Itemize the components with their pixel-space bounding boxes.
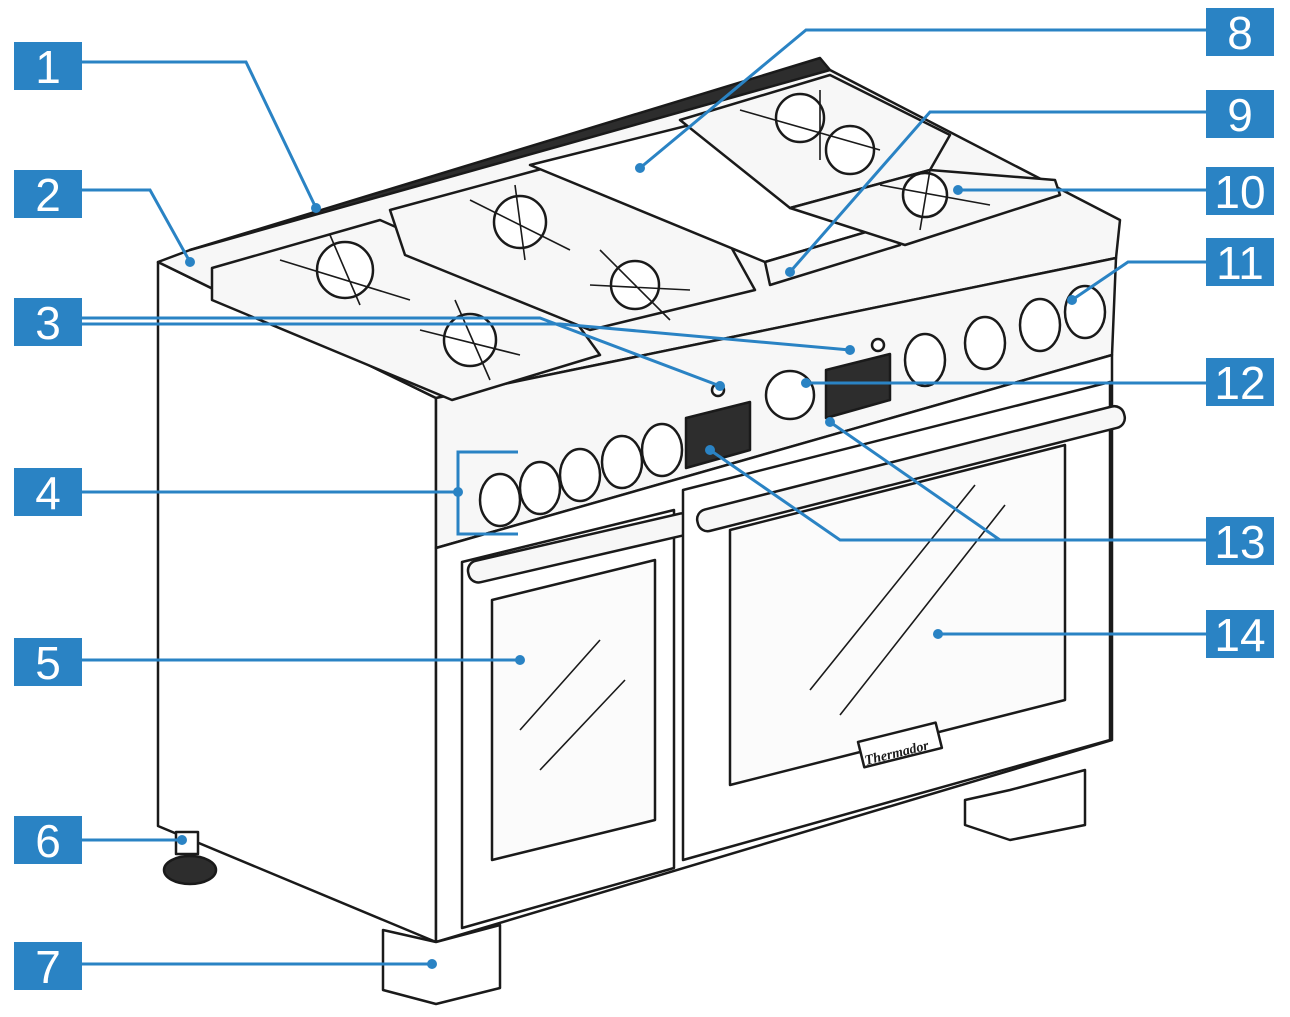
leader-line	[788, 110, 1206, 273]
leader-dot	[705, 445, 715, 455]
small-oven-door	[460, 508, 695, 930]
leader-dot	[311, 203, 321, 213]
callout-number: 6	[35, 815, 61, 867]
callout-10: 10	[953, 166, 1274, 218]
callout-number: 4	[35, 467, 61, 519]
leader-line	[82, 188, 192, 263]
callout-2: 2	[14, 169, 195, 267]
leader-line	[82, 60, 318, 209]
callout-box	[14, 638, 82, 686]
knob	[640, 422, 684, 478]
callout-box	[1206, 238, 1274, 286]
leader-line	[709, 448, 1206, 542]
callout-number: 2	[35, 169, 61, 221]
callout-9: 9	[785, 89, 1274, 277]
front-foot	[381, 923, 502, 1006]
callout-6: 6	[14, 815, 187, 867]
knob	[903, 332, 947, 388]
leader-dot	[185, 257, 195, 267]
left-knobs	[478, 422, 684, 528]
leader-line	[82, 316, 721, 388]
knob	[478, 472, 522, 528]
callout-number: 5	[35, 637, 61, 689]
indicator-light	[870, 337, 886, 353]
leader-dot	[845, 345, 855, 355]
callout-7: 7	[14, 941, 437, 993]
right-oven-display	[824, 352, 892, 420]
callout-box	[1206, 167, 1274, 215]
leader-line	[1071, 260, 1206, 302]
brand-plate	[856, 721, 944, 769]
callout-box	[14, 942, 82, 990]
leader-dot	[515, 655, 525, 665]
callout-12: 12	[801, 357, 1274, 409]
knob	[1063, 284, 1107, 340]
leader-line	[639, 28, 1206, 170]
leader-dot	[1067, 295, 1077, 305]
range-illustration: Thermador	[156, 56, 1127, 1006]
burner-grates-left	[210, 166, 757, 402]
large-oven-door: Thermador	[681, 380, 1127, 862]
callout-number: 13	[1214, 516, 1265, 568]
leader-dot	[427, 959, 437, 969]
callout-1: 1	[14, 41, 321, 213]
leader-dot	[177, 835, 187, 845]
callout-number: 1	[35, 41, 61, 93]
callout-14: 14	[933, 609, 1274, 661]
callout-box	[1206, 358, 1274, 406]
knob	[518, 460, 562, 516]
callout-number: 10	[1214, 166, 1265, 218]
leader-line	[82, 322, 851, 352]
callout-number: 8	[1227, 7, 1253, 59]
callout-number: 12	[1214, 357, 1265, 409]
callout-5: 5	[14, 637, 525, 689]
callout-4: 4	[14, 450, 518, 536]
knob	[1018, 297, 1062, 353]
callout-box	[1206, 517, 1274, 565]
knob	[963, 315, 1007, 371]
callout-number: 11	[1216, 237, 1264, 289]
callout-box	[14, 170, 82, 218]
left-oven-display	[684, 400, 752, 470]
callout-3: 3	[14, 297, 855, 391]
callout-number: 3	[35, 297, 61, 349]
leveling-leg	[162, 830, 218, 886]
callout-number: 9	[1227, 89, 1253, 141]
knob	[600, 434, 644, 490]
callout-11: 11	[1067, 237, 1274, 305]
callout-number: 7	[35, 941, 61, 993]
callout-number: 14	[1214, 609, 1265, 661]
callout-box	[1206, 610, 1274, 658]
leader-dot	[933, 629, 943, 639]
callout-8: 8	[635, 7, 1274, 173]
callout-box	[1206, 8, 1274, 56]
leader-dot	[785, 267, 795, 277]
leader-line	[829, 420, 1001, 542]
callout-box	[1206, 90, 1274, 138]
leader-dot	[715, 381, 725, 391]
callout-box	[14, 816, 82, 864]
leader-dot	[801, 378, 811, 388]
callout-13: 13	[705, 417, 1274, 568]
knob	[558, 447, 602, 503]
right-foot	[963, 768, 1087, 842]
callout-box	[14, 42, 82, 90]
leader-bracket	[456, 450, 518, 536]
leader-dot	[825, 417, 835, 427]
callout-box	[14, 298, 82, 346]
right-knobs	[903, 284, 1107, 388]
leader-dot	[953, 185, 963, 195]
leader-dot	[635, 163, 645, 173]
callout-box	[14, 468, 82, 516]
